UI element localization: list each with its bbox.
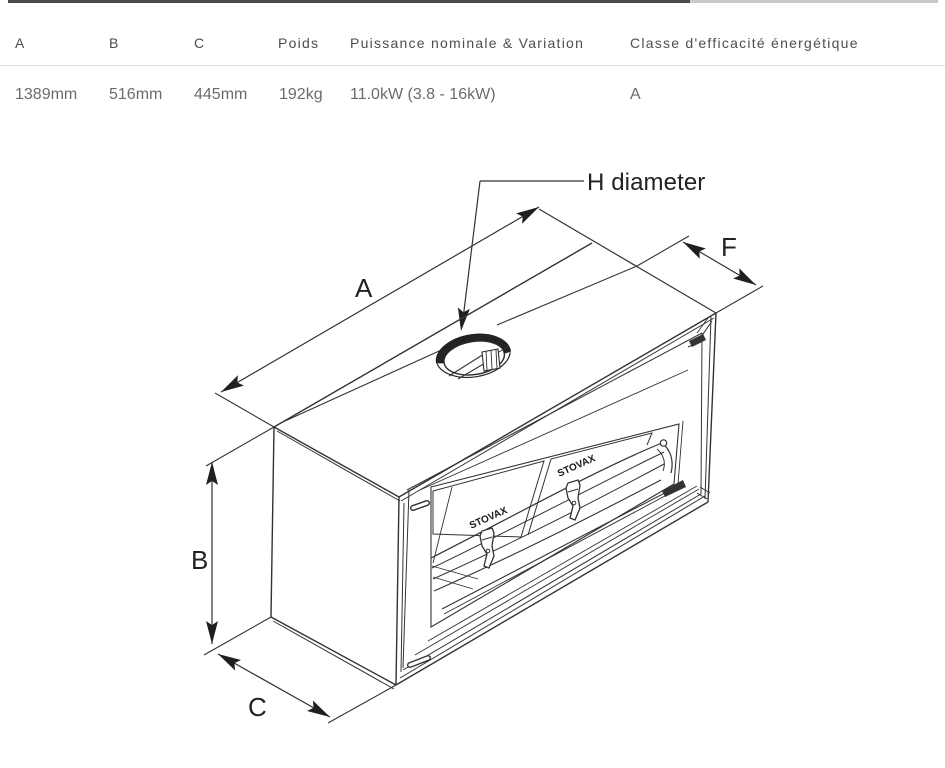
svg-text:B: B [191, 545, 209, 575]
svg-text:H diameter: H diameter [587, 169, 705, 196]
svg-text:A: A [355, 273, 373, 303]
svg-text:F: F [721, 232, 737, 262]
svg-text:C: C [248, 692, 267, 722]
